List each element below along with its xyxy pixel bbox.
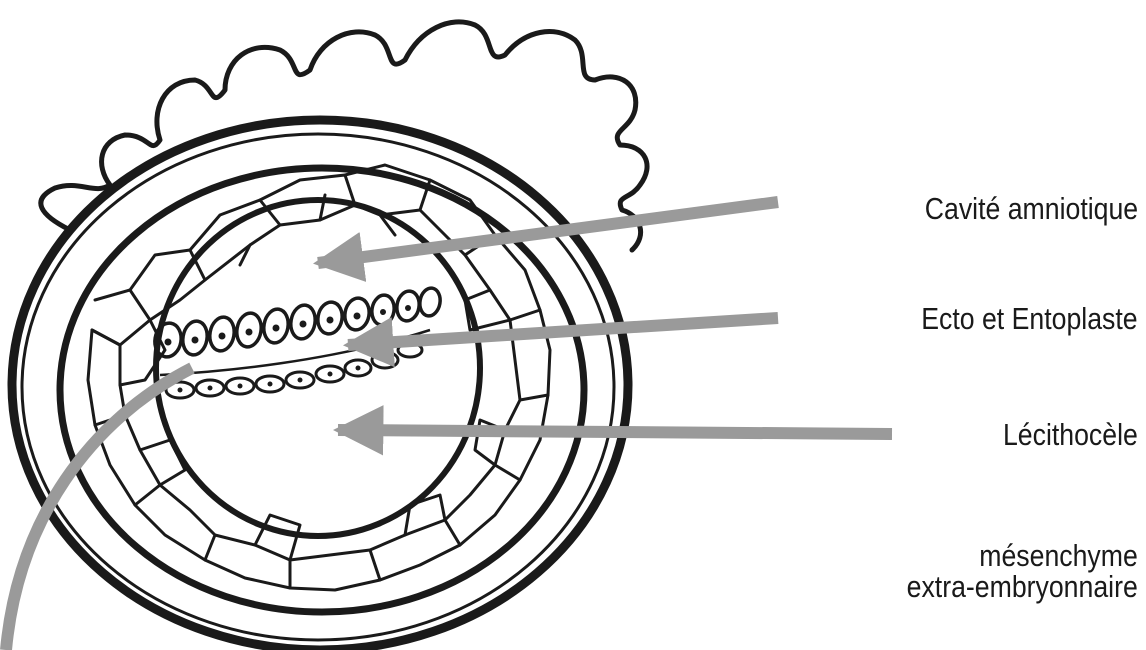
- arrow-lecithocele: [338, 430, 892, 434]
- label-amniotic-cavity: Cavité amniotique: [925, 193, 1138, 224]
- label-amniotic-cavity-text: Cavité amniotique: [925, 193, 1138, 224]
- arrow-ecto-ento: [348, 318, 778, 345]
- label-ecto-entoplaste: Ecto et Entoplaste: [922, 303, 1138, 334]
- label-lecithocele: Lécithocèle: [1003, 419, 1138, 450]
- label-ecto-entoplaste-text: Ecto et Entoplaste: [922, 303, 1138, 334]
- label-mesenchyme-line1: mésenchyme: [907, 540, 1138, 571]
- label-mesenchyme: mésenchyme extra-embryonnaire: [907, 540, 1138, 602]
- label-lecithocele-text: Lécithocèle: [1003, 419, 1138, 450]
- label-mesenchyme-line2: extra-embryonnaire: [907, 571, 1138, 602]
